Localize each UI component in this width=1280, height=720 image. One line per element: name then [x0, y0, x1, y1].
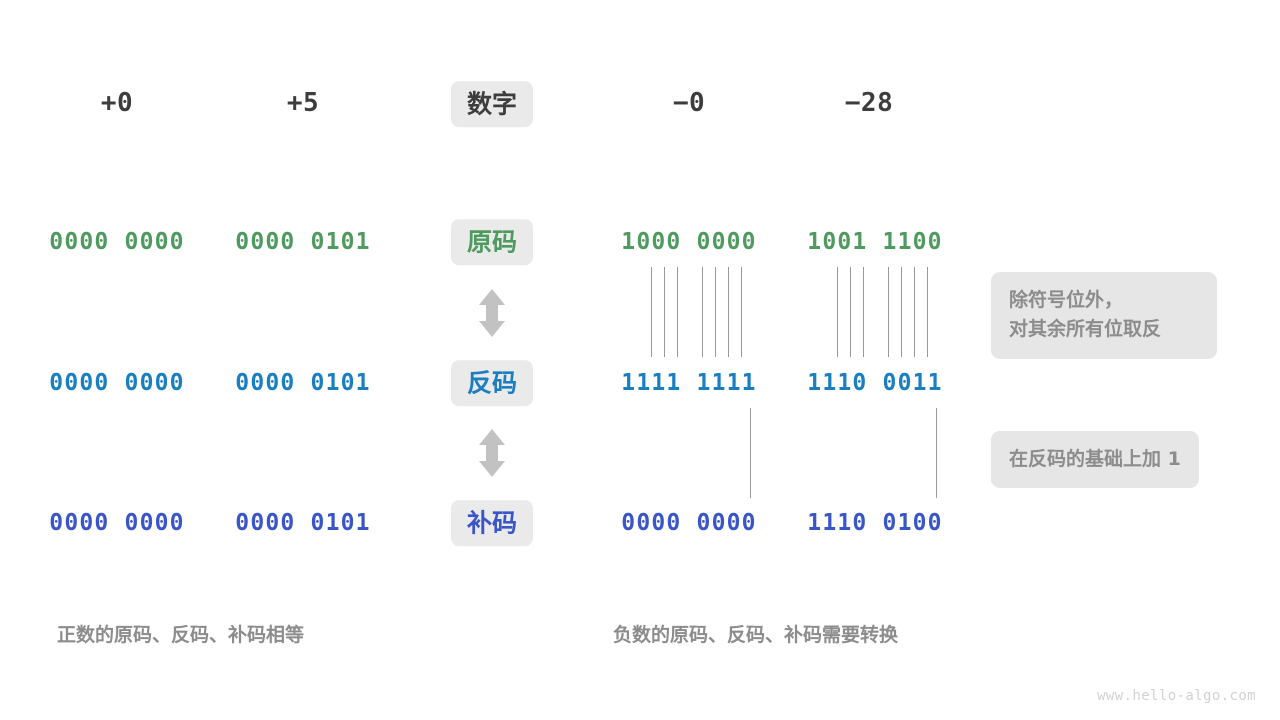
row-badge-twos-complement: 补码: [450, 500, 534, 546]
row-ones-complement-value-plus-zero: 0000 0000: [49, 370, 185, 396]
connector-line: [863, 267, 864, 357]
caption-negative-numbers: 负数的原码、反码、补码需要转换: [613, 624, 899, 646]
connector-line: [664, 267, 665, 357]
double-vertical-arrow-icon-upper: [475, 288, 509, 338]
row-badge-sign-magnitude: 原码: [450, 219, 534, 265]
row-sign-magnitude-value-minus-zero: 1000 0000: [621, 229, 757, 255]
row-twos-complement-value-plus-five: 0000 0101: [235, 510, 371, 536]
connector-line-carry: [936, 408, 937, 498]
row-twos-complement-value-minus-zero: 0000 0000: [621, 510, 757, 536]
note-add-one: 在反码的基础上加 1: [991, 431, 1199, 489]
row-twos-complement-value-plus-zero: 0000 0000: [49, 510, 185, 536]
connector-line: [728, 267, 729, 357]
connector-line: [850, 267, 851, 357]
connector-line: [888, 267, 889, 357]
connector-line: [901, 267, 902, 357]
row-sign-magnitude-value-plus-five: 0000 0101: [235, 229, 371, 255]
header-value-plus-five: +5: [286, 88, 320, 118]
connector-line: [837, 267, 838, 357]
row-sign-magnitude-value-minus-twentyeight: 1001 1100: [807, 229, 943, 255]
row-badge-ones-complement: 反码: [450, 360, 534, 406]
connector-line: [651, 267, 652, 357]
row-ones-complement-value-plus-five: 0000 0101: [235, 370, 371, 396]
header-value-minus-twentyeight: −28: [844, 88, 894, 118]
row-twos-complement-value-minus-twentyeight: 1110 0100: [807, 510, 943, 536]
row-ones-complement-value-minus-twentyeight: 1110 0011: [807, 370, 943, 396]
connector-line: [927, 267, 928, 357]
header-value-plus-zero: +0: [100, 88, 134, 118]
row-ones-complement-value-minus-zero: 1111 1111: [621, 370, 757, 396]
connector-line: [914, 267, 915, 357]
note-invert-bits: 除符号位外， 对其余所有位取反: [991, 272, 1217, 359]
connector-line: [702, 267, 703, 357]
connector-line-carry: [750, 408, 751, 498]
double-vertical-arrow-icon-lower: [475, 428, 509, 478]
connector-line: [677, 267, 678, 357]
connector-line: [741, 267, 742, 357]
header-badge-number: 数字: [450, 81, 534, 127]
caption-positive-numbers: 正数的原码、反码、补码相等: [57, 624, 305, 646]
watermark: www.hello-algo.com: [1097, 688, 1256, 704]
header-value-minus-zero: −0: [672, 88, 706, 118]
row-sign-magnitude-value-plus-zero: 0000 0000: [49, 229, 185, 255]
connector-line: [715, 267, 716, 357]
